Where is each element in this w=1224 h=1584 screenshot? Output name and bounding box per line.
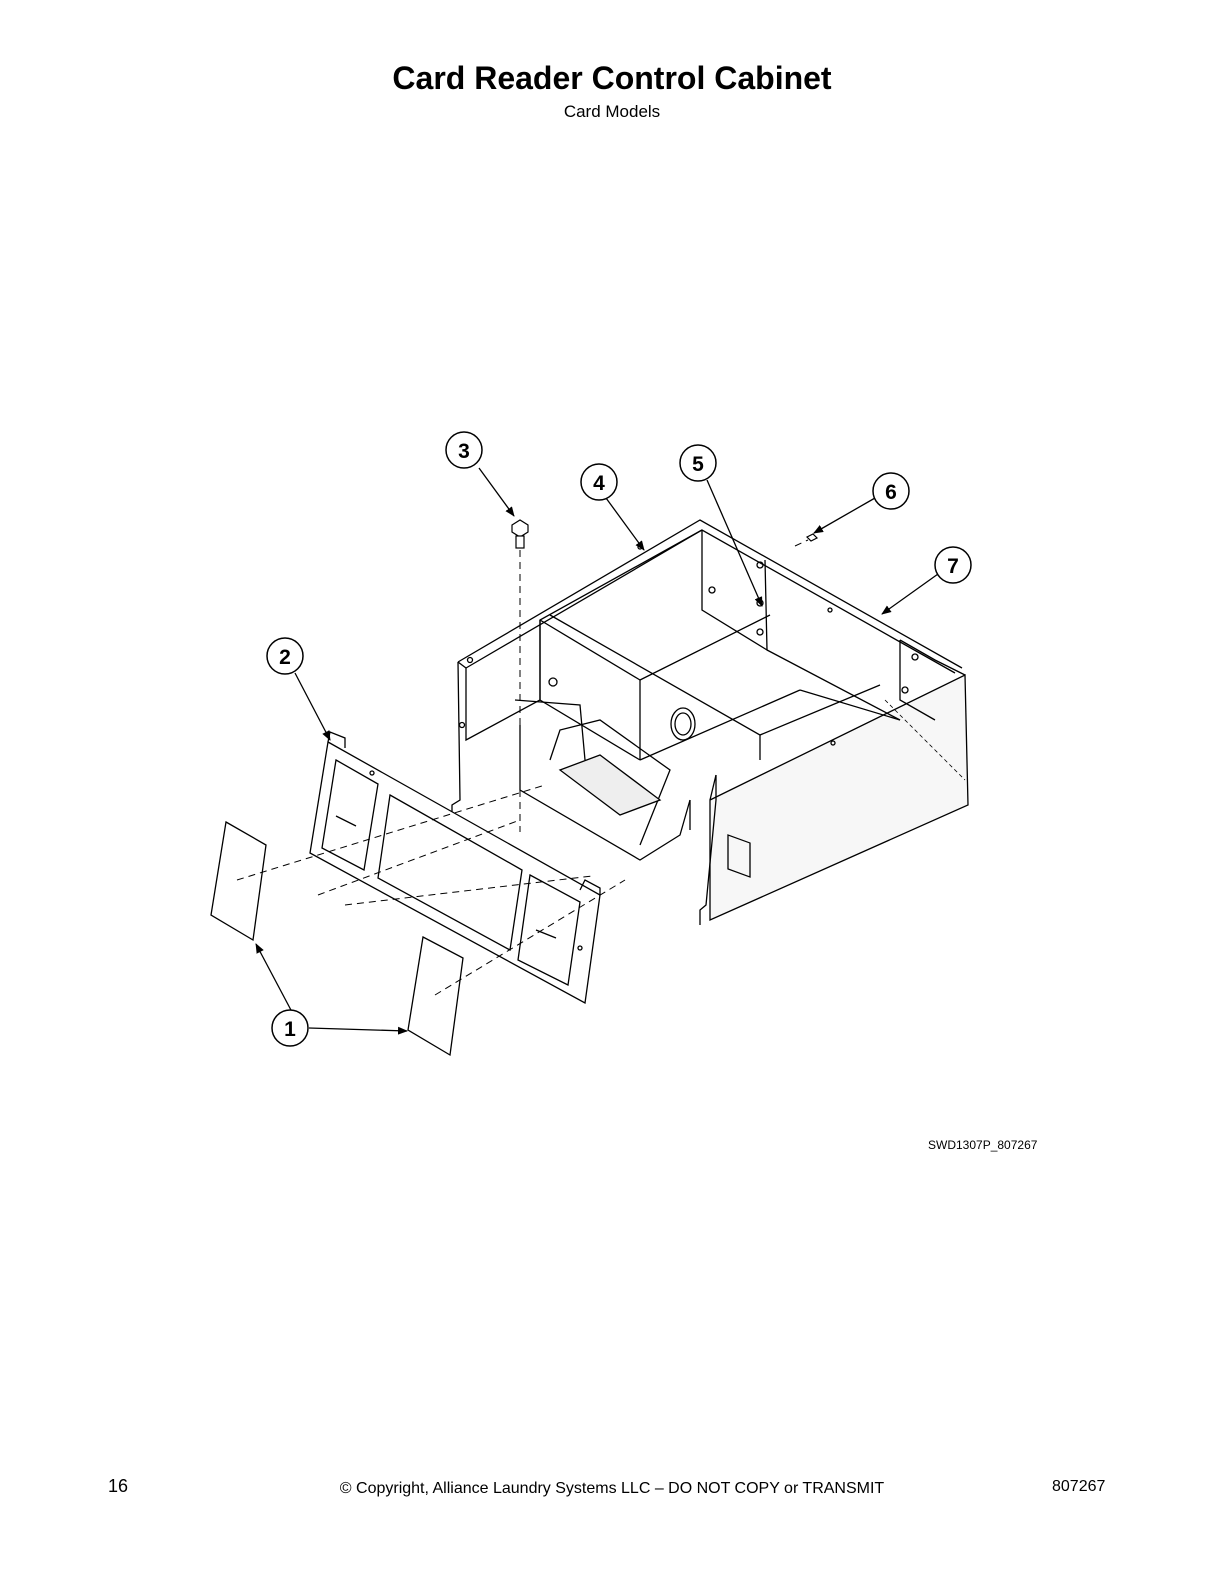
svg-text:4: 4 [593, 472, 605, 495]
document-number: 807267 [1052, 1478, 1106, 1495]
svg-text:7: 7 [947, 555, 959, 578]
assembly-lines [236, 539, 809, 996]
copyright-notice: © Copyright, Alliance Laundry Systems LL… [339, 1480, 885, 1497]
svg-text:6: 6 [885, 481, 897, 504]
page-subtitle: Card Models [563, 102, 661, 121]
page-number: 16 [108, 1476, 129, 1496]
callout-7: 7 [934, 546, 972, 584]
small-screw-part [805, 533, 819, 542]
svg-text:2: 2 [279, 646, 291, 669]
front-panel-part [309, 731, 601, 1005]
callout-1: 1 [271, 1009, 309, 1047]
svg-text:3: 3 [458, 440, 470, 463]
label-parts [210, 820, 464, 1057]
callout-3: 3 [445, 431, 483, 469]
svg-text:5: 5 [692, 453, 704, 476]
cabinet-part [451, 519, 969, 925]
callout-6: 6 [872, 472, 910, 510]
callout-4: 4 [580, 463, 618, 501]
leader-arrows [255, 467, 939, 1035]
callout-2: 2 [266, 637, 304, 675]
callout-5: 5 [679, 444, 717, 482]
page-title: Card Reader Control Cabinet [392, 60, 832, 96]
svg-text:1: 1 [284, 1018, 296, 1041]
screw-part [511, 519, 529, 549]
figure-code: SWD1307P_807267 [928, 1138, 1038, 1152]
